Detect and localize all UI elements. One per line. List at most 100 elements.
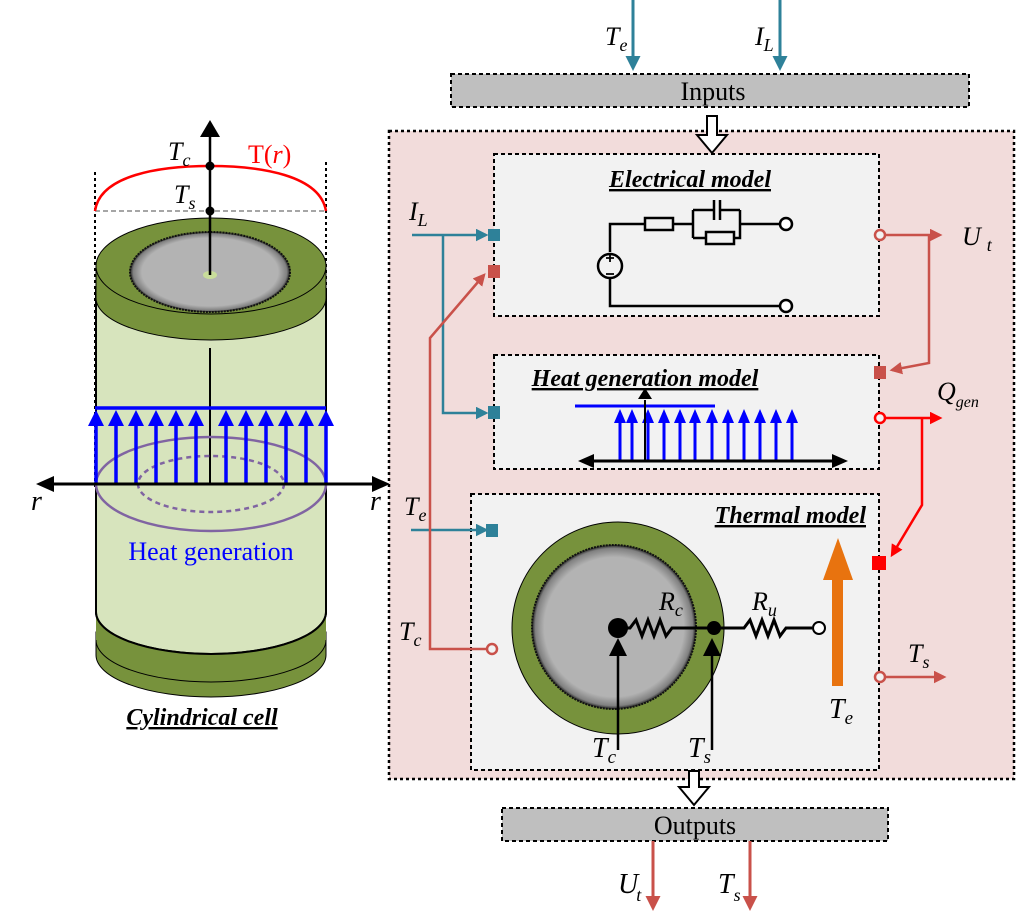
svg-text:Te: Te	[605, 22, 627, 55]
thermal-model-block: Thermal model Rc Ru Tc Ts Te	[470, 493, 880, 771]
r-left-label: r	[31, 486, 42, 517]
electrical-tc-port[interactable]	[488, 265, 500, 278]
heatgen-q-out-port[interactable]	[873, 411, 887, 425]
radial-arrow-left-icon	[36, 476, 54, 492]
heat-arrow-icon	[318, 410, 334, 426]
input-il-label: I	[754, 22, 765, 51]
heat-arrow-icon	[108, 410, 124, 426]
heat-arrow-icon	[188, 410, 204, 426]
heat-arrow-icon	[689, 409, 701, 423]
thermal-te-port[interactable]	[486, 524, 498, 537]
heat-arrow-icon	[168, 410, 184, 426]
heat-generation-model-block: Heat generation model	[493, 354, 880, 470]
thermal-resistor-network	[618, 615, 812, 641]
heat-arrow-icon	[278, 410, 294, 426]
thermal-ts-output-label: T	[908, 639, 924, 668]
heatgen-q-label: Q	[937, 377, 956, 406]
cylindrical-cell-figure: Tc Ts T(r) r r Heat generation Cylindric…	[31, 120, 390, 731]
heat-arrow-icon	[786, 409, 798, 423]
output-ts-label: T	[718, 869, 736, 900]
thermal-tc-out-port[interactable]	[485, 642, 499, 656]
input-signals: Te IL	[605, 0, 788, 71]
equivalent-circuit-icon	[596, 200, 794, 314]
svg-text:IL: IL	[408, 197, 428, 230]
heat-generation-model-title: Heat generation model	[531, 366, 759, 392]
outputs-bar	[501, 807, 889, 842]
output-signals: Ut Ts	[618, 841, 758, 911]
svg-text:Ts: Ts	[688, 733, 711, 768]
thermal-ts-label: T	[688, 733, 706, 764]
svg-text:Ts: Ts	[718, 869, 741, 905]
r-right-label: r	[370, 486, 381, 517]
electrical-ut-label: U	[962, 222, 983, 251]
inputs-label: Inputs	[681, 77, 746, 106]
svg-text:Qgen: Qgen	[937, 377, 979, 411]
svg-text:Ut: Ut	[618, 869, 642, 905]
heat-arrow-icon	[258, 410, 274, 426]
electrical-ut-out-port[interactable]	[873, 228, 887, 242]
heat-arrow-icon	[754, 409, 766, 423]
svg-text:Tc: Tc	[168, 137, 190, 170]
heat-arrow-icon	[626, 409, 638, 423]
svg-text:Ts: Ts	[174, 180, 195, 213]
rc-label: R	[658, 587, 675, 616]
svg-text:IL: IL	[754, 22, 774, 55]
hg-axis-right-arrow-icon	[832, 454, 848, 468]
bottom-cap-front	[96, 612, 326, 682]
profile-label: T(r)	[248, 140, 291, 169]
electrical-model-block: Electrical model	[493, 153, 880, 317]
ambient-arrow-shaft	[832, 578, 843, 686]
heat-arrow-icon	[770, 409, 782, 423]
inputs-flow-arrow-icon	[694, 115, 730, 155]
ts-node	[707, 621, 721, 635]
axis-arrow-icon	[200, 120, 220, 137]
thermal-model-title: Thermal model	[715, 503, 867, 529]
tc-pointer-arrow-icon	[609, 638, 627, 656]
outputs-label: Outputs	[654, 811, 736, 840]
heat-arrow-icon	[128, 410, 144, 426]
tc-node	[608, 618, 628, 638]
heat-arrow-icon	[148, 410, 164, 426]
heat-arrow-icon	[298, 410, 314, 426]
ambient-arrow-icon	[823, 538, 853, 580]
radial-arrow-right-icon	[372, 476, 390, 492]
thermal-tc-label: T	[592, 733, 610, 764]
heat-generation-label: Heat generation	[128, 537, 293, 566]
heat-arrow-icon	[722, 409, 734, 423]
thermal-tc-output-label: T	[399, 617, 415, 646]
svg-text:Te: Te	[829, 694, 853, 729]
heat-arrow-icon	[706, 409, 718, 423]
electrical-il-label: I	[408, 197, 419, 226]
heatgen-il-port[interactable]	[488, 406, 500, 419]
hg-center-arrow-icon	[638, 388, 652, 399]
ts-pointer-arrow-icon	[703, 638, 721, 656]
cylindrical-cell-caption: Cylindrical cell	[126, 705, 278, 731]
heat-arrow-icon	[88, 410, 104, 426]
svg-text:Ut: Ut	[962, 222, 993, 255]
electrical-model-title: Electrical model	[608, 167, 771, 193]
thermal-ts-out-port[interactable]	[873, 670, 887, 684]
heat-arrow-icon	[658, 409, 670, 423]
thermal-te-input-label: T	[404, 492, 420, 521]
heat-arrow-icon	[218, 410, 234, 426]
svg-text:Rc: Rc	[658, 587, 683, 620]
electrical-il-port[interactable]	[488, 229, 500, 241]
ru-label: R	[751, 587, 768, 616]
thermal-te-label: T	[829, 694, 847, 725]
heat-arrow-icon	[238, 410, 254, 426]
inputs-bar	[450, 73, 970, 108]
thermal-q-port[interactable]	[872, 556, 886, 570]
input-te-label: T	[605, 22, 621, 51]
svg-text:Ts: Ts	[908, 639, 929, 672]
heat-arrow-icon	[738, 409, 750, 423]
svg-text:Tc: Tc	[399, 617, 421, 650]
heat-distribution-arrows	[614, 409, 798, 461]
cell-ts-label: T	[174, 180, 190, 209]
heatgen-ut-port[interactable]	[874, 366, 886, 379]
svg-text:Tc: Tc	[592, 733, 617, 768]
heat-arrow-icon	[674, 409, 686, 423]
tc-point	[205, 161, 215, 171]
ambient-node	[812, 621, 826, 635]
